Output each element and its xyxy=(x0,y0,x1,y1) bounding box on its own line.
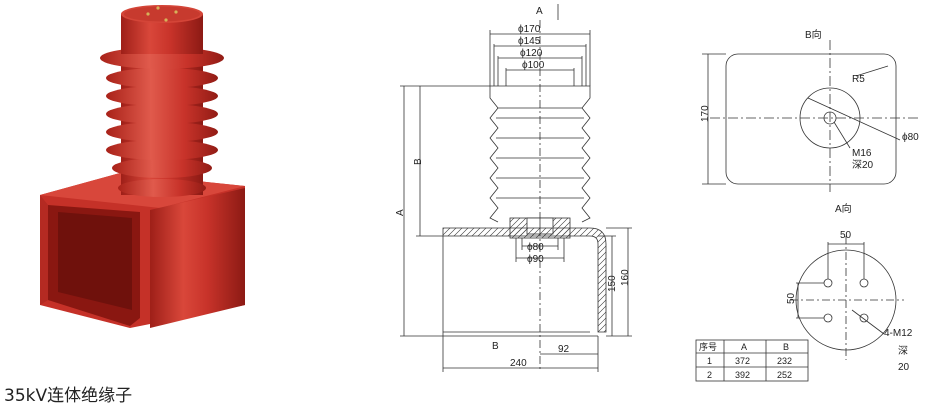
a-view-depth-value: 20 xyxy=(898,362,910,373)
top-insert-hole xyxy=(164,18,168,22)
table-cell: 1 xyxy=(707,356,712,366)
dim-92: 92 xyxy=(558,344,570,355)
shed-stack xyxy=(100,47,224,197)
table-cell: 232 xyxy=(777,356,792,366)
b-view-labels: B向 170 R5 ϕ80 M16 深20 xyxy=(700,28,919,171)
top-insert-hole xyxy=(174,10,178,14)
dim-phi-80: ϕ80 xyxy=(527,242,544,253)
a-view-spacing-h: 50 xyxy=(840,230,852,241)
a-view-holes: 4-M12 xyxy=(884,328,913,339)
dim-phi-120: ϕ120 xyxy=(520,48,543,59)
dim-150: 150 xyxy=(607,275,618,292)
dim-phi-145: ϕ145 xyxy=(518,36,541,47)
a-view-depth-label: 深 xyxy=(898,345,908,357)
dim-phi-100: ϕ100 xyxy=(522,60,545,71)
table-header-b: B xyxy=(783,342,789,352)
front-view xyxy=(400,4,632,372)
b-view-diameter: ϕ80 xyxy=(902,132,919,143)
b-view-radius: R5 xyxy=(852,74,865,85)
table-cell: 392 xyxy=(735,370,750,380)
b-view-thread: M16 xyxy=(852,148,872,159)
insulator-photo xyxy=(40,5,245,328)
view-marker-b: B xyxy=(492,341,499,352)
height-label-a: A xyxy=(395,209,406,216)
dim-phi-170: ϕ170 xyxy=(518,24,541,35)
dim-phi-90: ϕ90 xyxy=(527,254,544,265)
dim-160: 160 xyxy=(620,269,631,286)
dim-240: 240 xyxy=(510,358,527,369)
table-cell: 372 xyxy=(735,356,750,366)
size-table: 序号 A B 1 372 232 2 392 252 xyxy=(695,339,809,382)
front-view-marker: A xyxy=(536,6,543,17)
b-view-label: B向 xyxy=(805,28,822,41)
table-cell: 252 xyxy=(777,370,792,380)
front-view-labels: A ϕ170 ϕ145 ϕ120 ϕ100 ϕ80 ϕ90 A B 150 16… xyxy=(395,6,631,369)
top-insert-hole xyxy=(146,12,150,16)
height-label-b: B xyxy=(413,158,424,165)
b-view xyxy=(702,40,918,192)
a-view-label: A向 xyxy=(835,202,852,215)
product-caption: 35kV连体绝缘子 xyxy=(4,386,133,406)
top-insert-hole xyxy=(156,6,160,10)
a-view-labels: A向 50 50 4-M12 深 20 xyxy=(786,202,913,373)
table-cell: 2 xyxy=(707,370,712,380)
table-header-index: 序号 xyxy=(699,341,717,352)
b-view-height: 170 xyxy=(700,105,711,122)
a-view-spacing-v: 50 xyxy=(786,292,797,304)
b-view-thread-depth: 深20 xyxy=(852,159,874,171)
a-view xyxy=(790,236,904,360)
table-header-a: A xyxy=(741,342,747,352)
